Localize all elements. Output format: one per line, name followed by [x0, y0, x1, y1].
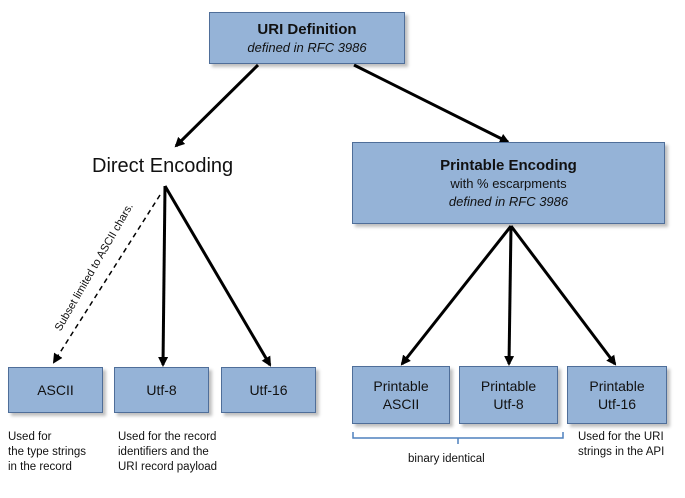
printable-ascii-line1: Printable	[373, 378, 429, 394]
printable-utf8-box: Printable Utf-8	[459, 366, 558, 424]
ascii-note: Used for the type strings in the record	[8, 431, 86, 473]
utf8-note: Used for the record identifiers and the …	[118, 431, 218, 473]
printable-encoding-title: Printable Encoding	[440, 156, 577, 174]
utf8-box: Utf-8	[114, 367, 209, 413]
utf16-note: Used for the URI strings in the API	[578, 431, 665, 458]
utf16-label: Utf-16	[249, 382, 288, 398]
printable-utf8-line2: Utf-8	[493, 396, 524, 412]
printable-ascii-line2: ASCII	[382, 396, 420, 412]
utf16-box: Utf-16	[221, 367, 316, 413]
arrow-direct-to-utf16	[163, 185, 272, 367]
binary-identical-bracket	[352, 432, 564, 444]
printable-utf16-box: Printable Utf-16	[567, 366, 667, 424]
printable-encoding-box: Printable Encoding with % escarpments de…	[352, 142, 665, 224]
ascii-box: ASCII	[8, 367, 103, 413]
direct-encoding-label: Direct Encoding	[92, 155, 234, 177]
printable-encoding-line3: defined in RFC 3986	[448, 193, 569, 209]
ascii-label: ASCII	[37, 382, 74, 398]
uri-definition-box: URI Definition defined in RFC 3986	[209, 12, 405, 64]
binary-identical-label: binary identical	[408, 453, 485, 465]
arrow-direct-to-ascii-dashed	[52, 194, 161, 364]
arrow-root-to-direct	[174, 63, 260, 148]
arrow-printable-to-pascii	[400, 225, 513, 366]
arrow-root-to-printable	[353, 63, 510, 144]
printable-utf16-line2: Utf-16	[597, 396, 637, 412]
arrow-printable-to-putf8	[504, 225, 515, 366]
utf8-label: Utf-8	[146, 382, 177, 398]
arrow-printable-to-putf16	[509, 225, 617, 366]
printable-utf8-line1: Printable	[480, 378, 537, 394]
printable-utf16-line1: Printable	[589, 378, 645, 394]
uri-definition-subtitle: defined in RFC 3986	[247, 39, 367, 55]
uri-definition-title: URI Definition	[257, 20, 357, 38]
printable-ascii-box: Printable ASCII	[352, 366, 450, 424]
arrow-direct-to-utf8	[158, 185, 169, 367]
printable-encoding-line2: with % escarpments	[450, 175, 567, 191]
